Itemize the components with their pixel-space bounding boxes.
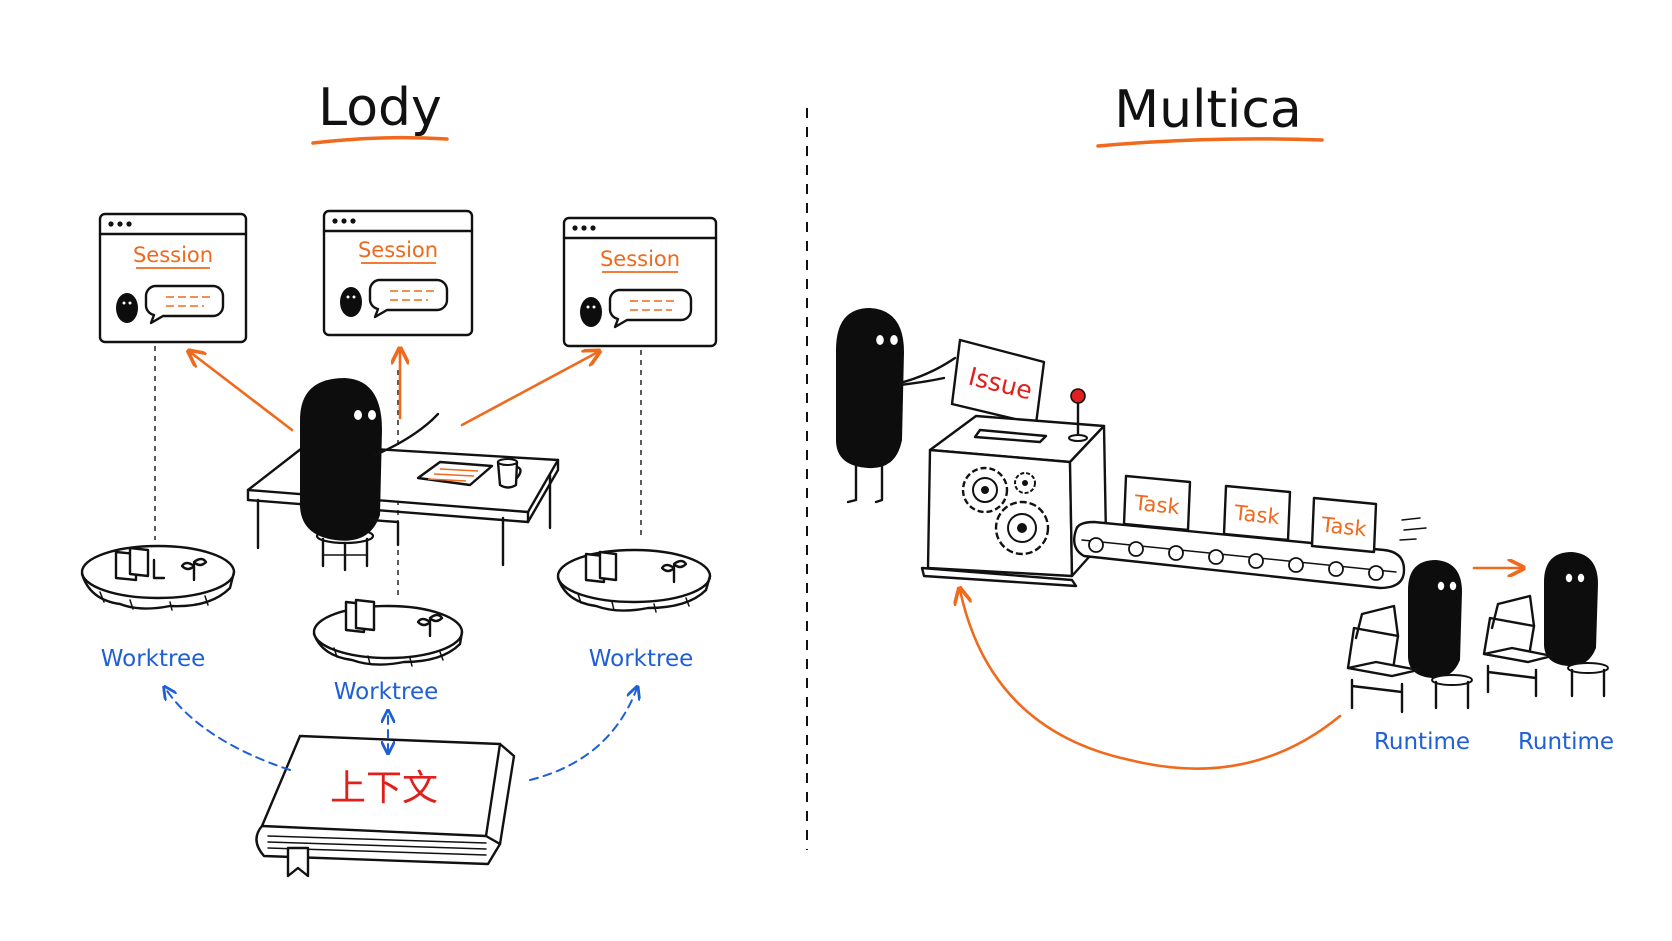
processing-machine	[920, 388, 1108, 588]
gear-icon	[1014, 472, 1036, 494]
folder-icon	[128, 546, 150, 578]
spawn-arrow-3	[460, 352, 598, 427]
session-window-1: Session	[98, 212, 248, 344]
desk-scene	[246, 378, 560, 572]
chat-bubble-icon	[608, 288, 693, 329]
folder-icon	[598, 550, 618, 582]
multica-title: Multica	[1096, 80, 1324, 148]
agent-blob-icon	[116, 293, 138, 323]
spawn-arrow-1	[190, 352, 294, 432]
session-window-2: Session	[322, 209, 474, 337]
context-link-3	[529, 688, 637, 781]
sprout-icon	[180, 557, 208, 582]
agent-blob-icon	[580, 297, 602, 327]
bookmark-icon	[286, 846, 310, 878]
lody-agent-blob	[299, 378, 382, 541]
gear-icon	[994, 500, 1050, 556]
runtime-worker-2	[1482, 552, 1609, 698]
worktree-island-2	[312, 598, 464, 667]
multica-title-text: Multica	[1114, 80, 1302, 140]
chat-bubble-icon	[368, 278, 449, 319]
session-label-3: Session	[600, 247, 680, 271]
issue-card: Issue	[950, 338, 1046, 426]
context-book: 上下文	[255, 734, 516, 878]
context-link-1	[165, 688, 291, 771]
lody-title-underline	[311, 135, 449, 145]
conveyor-belt	[1073, 517, 1427, 590]
lody-title-text: Lody	[318, 78, 442, 138]
gear-icon	[961, 466, 1009, 514]
lever-knob-icon	[1070, 388, 1086, 404]
runtime-label-1: Runtime	[1374, 729, 1470, 755]
task-card-3: Task	[1310, 496, 1378, 554]
feedback-loop-arrow	[960, 590, 1342, 770]
worktree-island-1	[80, 544, 236, 611]
lody-title: Lody	[311, 78, 449, 145]
mug-icon	[496, 460, 519, 489]
multica-submitter-agent	[836, 308, 957, 504]
worktree-label-3: Worktree	[589, 646, 694, 672]
session-window-3: Session	[562, 216, 718, 348]
agent-blob-icon	[340, 287, 362, 317]
worktree-label-2: Worktree	[334, 679, 439, 705]
session-label-2: Session	[358, 238, 438, 262]
task-label-1: Task	[1132, 491, 1181, 520]
folder-icon	[354, 598, 376, 632]
context-book-title: 上下文	[330, 768, 438, 809]
task-card-1: Task	[1122, 474, 1192, 532]
multica-title-underline	[1096, 137, 1324, 148]
worktree-label-1: Worktree	[101, 646, 206, 672]
task-label-2: Task	[1232, 501, 1281, 530]
worktree-island-3	[556, 548, 712, 613]
session-label-1: Session	[133, 243, 213, 267]
sprout-icon	[416, 613, 444, 638]
runtime-label-2: Runtime	[1518, 729, 1614, 755]
sprout-icon	[660, 559, 688, 584]
task-card-2: Task	[1222, 484, 1292, 542]
task-label-3: Task	[1319, 513, 1368, 542]
runtime-worker-1	[1346, 560, 1473, 714]
chat-bubble-icon	[144, 284, 225, 325]
